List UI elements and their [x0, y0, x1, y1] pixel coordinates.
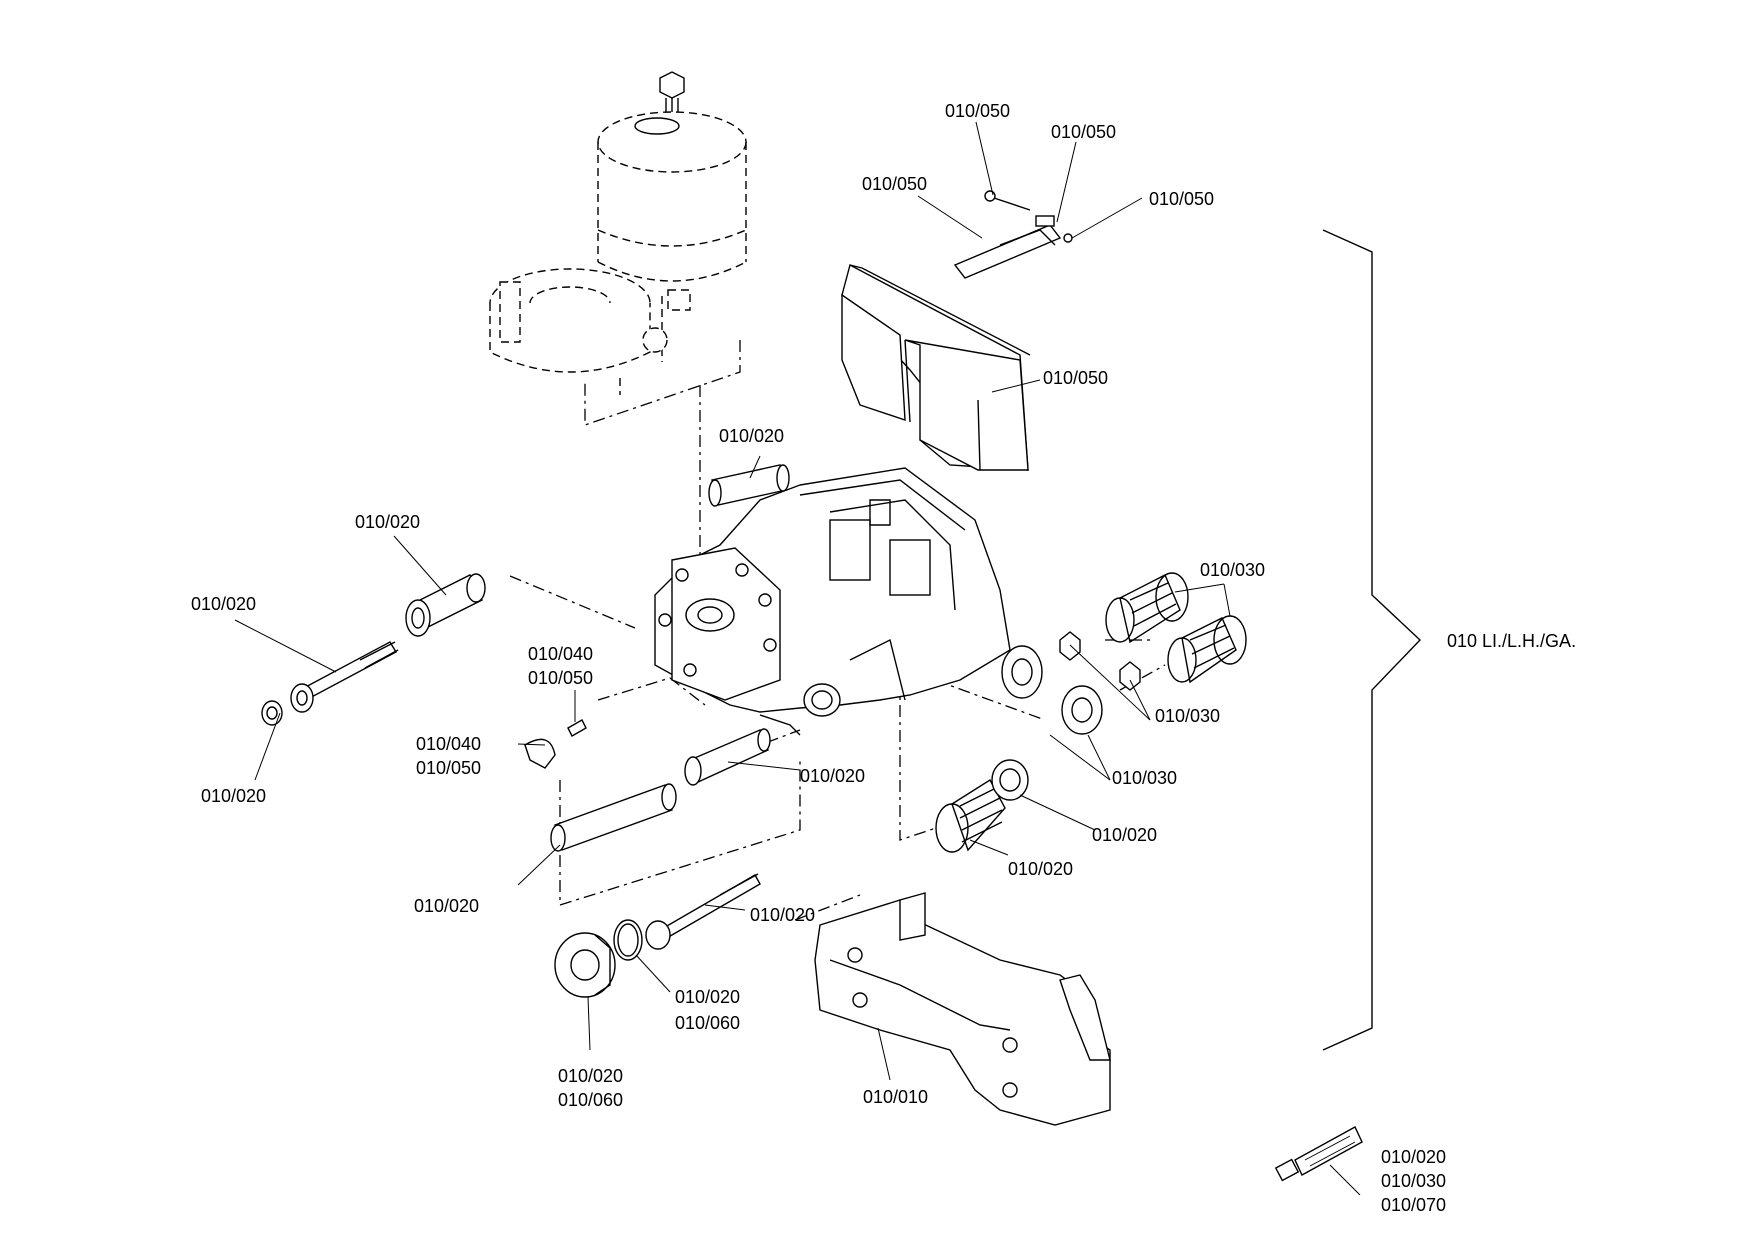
callout-c23-l1: 010/020 [1381, 1147, 1446, 1167]
callout-c1-l1: 010/050 [945, 101, 1010, 121]
guide-tube-lower-part [550, 728, 771, 852]
callout-c20-l1: 010/020 [675, 987, 740, 1007]
small-pin-part [524, 719, 587, 769]
callout-c10-l1: 010/040 [528, 644, 593, 664]
callout-c2-l1: 010/050 [1051, 122, 1116, 142]
leader-lines [234, 121, 1361, 1196]
caliper-carrier-part [814, 892, 1111, 1126]
guide-sleeve-top-part [708, 464, 790, 507]
callout-c17-l1: 010/020 [1008, 859, 1073, 879]
guide-bolt-lower-part [645, 873, 761, 950]
callout-c7-l1: 010/020 [355, 512, 420, 532]
dust-boot-center-part [935, 759, 1029, 853]
callout-labels: 010/050 010/050 010/050 010/050 010/050 … [191, 101, 1446, 1215]
brake-chamber-part [597, 71, 747, 362]
pad-retainer-part [953, 190, 1073, 279]
assembly-label: 010 LI./L.H./GA. [1447, 631, 1576, 651]
callout-c14-l1: 010/020 [201, 786, 266, 806]
callout-c15-l1: 010/030 [1112, 768, 1177, 788]
callout-c22-l1: 010/010 [863, 1087, 928, 1107]
callout-c12-l2: 010/050 [416, 758, 481, 778]
callout-c3-l1: 010/050 [862, 174, 927, 194]
callout-c13-l1: 010/020 [800, 766, 865, 786]
callout-c23-l3: 010/070 [1381, 1195, 1446, 1215]
callout-c9-l1: 010/030 [1200, 560, 1265, 580]
callout-c18-l1: 010/020 [414, 896, 479, 916]
dust-boot-right-part [1001, 572, 1247, 735]
callout-c16-l1: 010/020 [1092, 825, 1157, 845]
callout-c19-l1: 010/020 [750, 905, 815, 925]
brake-pad-part [841, 263, 1031, 471]
callout-c21-l2: 010/060 [558, 1090, 623, 1110]
callout-c12-l1: 010/040 [416, 734, 481, 754]
callout-c6-l1: 010/020 [719, 426, 784, 446]
oring-cap-part [554, 919, 643, 998]
callout-c10-l2: 010/050 [528, 668, 593, 688]
callout-c23-l2: 010/030 [1381, 1171, 1446, 1191]
callout-c21-l1: 010/020 [558, 1066, 623, 1086]
small-chamber-part [489, 268, 668, 395]
callout-c8-l1: 010/020 [191, 594, 256, 614]
assembly-bracket [1322, 229, 1421, 1051]
callout-c5-l1: 010/050 [1043, 368, 1108, 388]
guide-bolt-left-part [261, 573, 486, 726]
callout-c4-l1: 010/050 [1149, 189, 1214, 209]
caliper-housing-part [654, 467, 1011, 736]
grease-tube-part [1274, 1126, 1363, 1182]
callout-c20-l2: 010/060 [675, 1013, 740, 1033]
callout-c11-l1: 010/030 [1155, 706, 1220, 726]
